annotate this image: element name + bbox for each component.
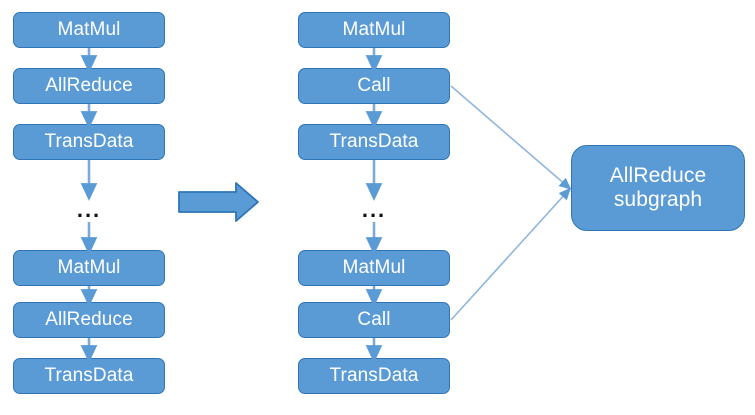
connector-call2-to-subgraph <box>450 187 571 321</box>
connector-call1-to-subgraph <box>450 85 572 190</box>
node-transdata-left-2[interactable]: TransData <box>13 358 165 394</box>
transform-arrow <box>178 182 259 222</box>
node-matmul-left-1[interactable]: MatMul <box>13 12 165 48</box>
node-allreduce-left-1[interactable]: AllReduce <box>13 68 165 104</box>
node-allreduce-subgraph[interactable]: AllReduce subgraph <box>571 145 745 231</box>
ellipsis-mid: ... <box>361 197 387 222</box>
node-matmul-mid-1[interactable]: MatMul <box>298 12 450 48</box>
node-call-mid-2[interactable]: Call <box>298 302 450 338</box>
ellipsis-left: ... <box>76 197 102 222</box>
node-transdata-mid-1[interactable]: TransData <box>298 124 450 160</box>
node-transdata-left-1[interactable]: TransData <box>13 124 165 160</box>
